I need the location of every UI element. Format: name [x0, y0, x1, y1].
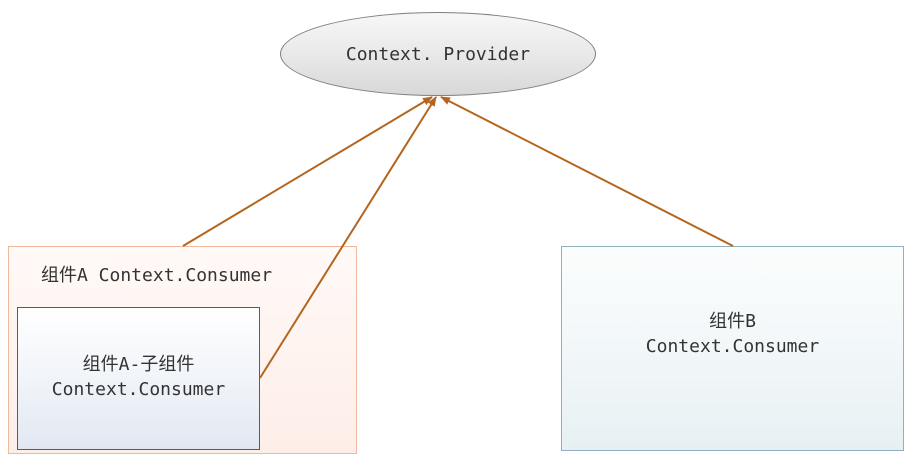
component-a-child-label: 组件A-子组件 Context.Consumer: [18, 352, 259, 402]
component-a-child-box: 组件A-子组件 Context.Consumer: [17, 307, 260, 450]
component-b-title: 组件B: [709, 311, 756, 332]
component-b-label: 组件B Context.Consumer: [562, 309, 903, 359]
component-b-box: 组件B Context.Consumer: [561, 246, 904, 451]
arrow-component-a-to-provider: [182, 96, 433, 247]
arrow-component-b-to-provider: [440, 96, 734, 247]
component-a-label: 组件A Context.Consumer: [41, 265, 273, 286]
context-provider-ellipse: Context. Provider: [280, 12, 596, 96]
component-a-child-title: 组件A-子组件: [82, 354, 195, 375]
component-a-child-subtitle: Context.Consumer: [51, 379, 226, 400]
context-provider-label: Context. Provider: [345, 43, 531, 65]
component-b-subtitle: Context.Consumer: [645, 336, 820, 357]
